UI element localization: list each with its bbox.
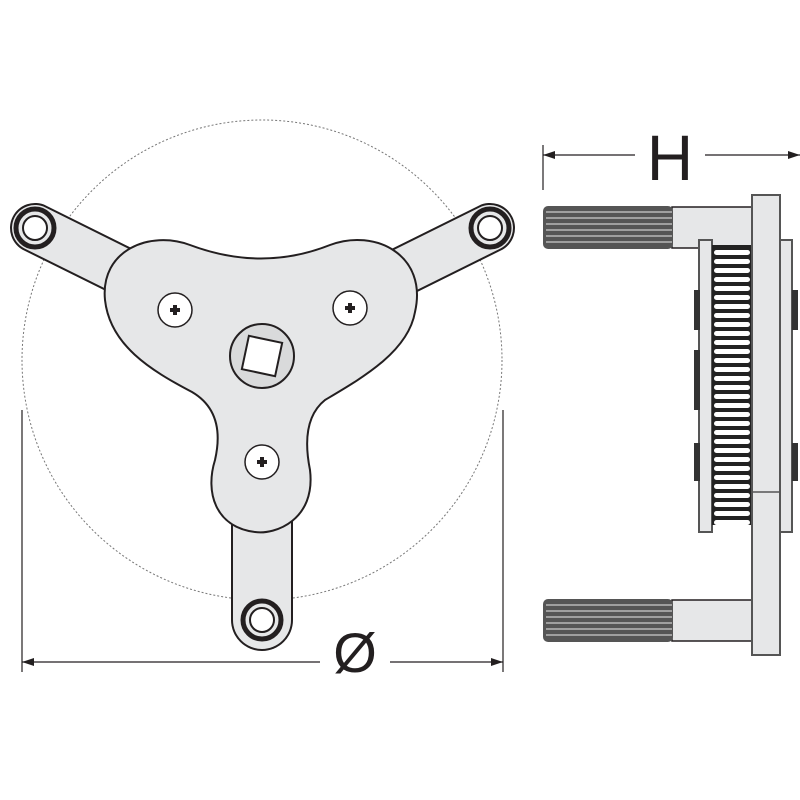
gear-tooth	[714, 340, 750, 345]
gear-tooth	[714, 295, 750, 300]
gear-tooth	[714, 475, 750, 480]
screw-icon	[157, 292, 193, 328]
gear-tooth	[714, 484, 750, 489]
gear-tooth	[714, 304, 750, 309]
front-view	[10, 119, 515, 651]
gear-tooth	[714, 520, 750, 525]
gear-tooth	[714, 367, 750, 372]
gear-tooth	[714, 259, 750, 264]
side-view	[543, 194, 798, 656]
gear-tooth	[714, 268, 750, 273]
square-drive	[229, 323, 295, 389]
gear-tooth	[714, 250, 750, 255]
screw-icon	[244, 444, 280, 480]
pivot-eye-upper-left	[13, 206, 57, 250]
gear-tooth	[714, 457, 750, 462]
gear-tooth	[714, 502, 750, 507]
gear-tooth	[714, 394, 750, 399]
gear-tooth	[714, 493, 750, 498]
knurled-pin-bottom	[543, 599, 673, 642]
pivot-eye-upper-right	[468, 206, 512, 250]
height-label: H	[647, 122, 693, 194]
gear-tooth	[714, 277, 750, 282]
main-plate	[751, 194, 781, 656]
screw-icon	[332, 290, 368, 326]
gear-tooth	[714, 466, 750, 471]
pivot-eye-bottom	[240, 598, 284, 642]
gear-tooth	[714, 313, 750, 318]
gear-tooth	[714, 511, 750, 516]
gear-tooth	[714, 421, 750, 426]
gear-tooth	[714, 403, 750, 408]
gear	[712, 245, 752, 525]
gear-tooth	[714, 412, 750, 417]
knurled-pin-top	[543, 206, 673, 249]
gear-tooth	[714, 376, 750, 381]
gear-tooth	[714, 439, 750, 444]
gear-tooth	[714, 430, 750, 435]
gear-tooth	[714, 358, 750, 363]
gear-tooth	[714, 349, 750, 354]
gear-tooth	[714, 448, 750, 453]
diameter-dimension: Ø	[21, 410, 504, 684]
gear-tooth	[714, 331, 750, 336]
gear-tooth	[714, 286, 750, 291]
gear-tooth	[714, 322, 750, 327]
height-dimension: H	[542, 122, 800, 194]
diameter-label: Ø	[333, 621, 377, 684]
gear-tooth	[714, 385, 750, 390]
